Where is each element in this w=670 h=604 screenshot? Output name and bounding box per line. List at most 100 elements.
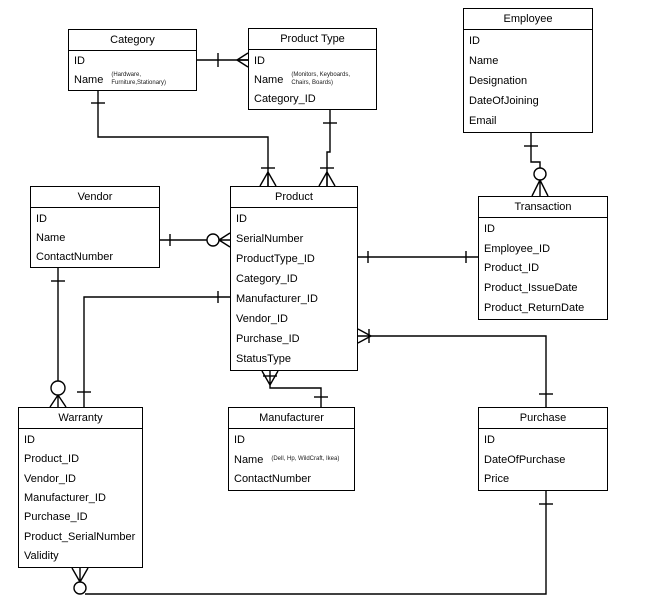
zero-circle-icon	[50, 380, 66, 396]
field-row: DateOfJoining	[464, 91, 592, 111]
field-name: Manufacturer_ID	[24, 491, 106, 504]
field-name: Product_ID	[24, 453, 80, 466]
entity-title: Manufacturer	[229, 408, 354, 429]
field-row: Designation	[464, 71, 592, 91]
field-name: ID	[469, 35, 480, 47]
many-crowfoot-icon	[218, 232, 231, 248]
field-name: Purchase_ID	[236, 333, 300, 345]
field-name: Vendor_ID	[236, 313, 288, 325]
field-row: ContactNumber	[229, 469, 354, 489]
many-crowfoot-icon	[236, 52, 249, 68]
field-row: Vendor_ID	[231, 309, 357, 329]
field-row: ID	[464, 31, 592, 51]
field-name: Product_IssueDate	[484, 282, 578, 295]
field-row: ID	[229, 430, 354, 450]
relationship-category-product	[91, 91, 277, 187]
field-name: ID	[236, 213, 247, 225]
relationship-vendor-product	[160, 232, 231, 248]
entity-warranty[interactable]: Warranty ID Product_ID Vendor_ID Manufac…	[18, 407, 143, 568]
field-row: DateOfPurchase	[479, 450, 607, 470]
field-name: Vendor_ID	[24, 472, 76, 485]
field-note: (Dell, Hp, WildCraft, Ikea)	[271, 455, 340, 462]
entity-purchase[interactable]: Purchase ID DateOfPurchase Price	[478, 407, 608, 491]
field-name: ID	[74, 55, 85, 68]
field-row: Email	[464, 111, 592, 131]
entity-title: Product Type	[249, 29, 376, 50]
zero-circle-icon	[206, 233, 220, 247]
field-row: Product_ID	[19, 449, 142, 468]
field-name: Price	[484, 473, 510, 486]
field-list: ID DateOfPurchase Price	[479, 429, 607, 490]
field-name: ContactNumber	[36, 250, 114, 263]
entity-category[interactable]: Category ID Name(Hardware, Furniture,Sta…	[68, 29, 197, 91]
field-name: ID	[484, 222, 495, 235]
field-list: ID Name(Monitors, Keyboards, Chairs, Boa…	[249, 50, 376, 109]
field-name: Name	[36, 231, 66, 244]
field-row: Employee_ID	[479, 239, 607, 259]
field-row: ID	[69, 52, 196, 71]
field-list: ID Name ContactNumber	[31, 208, 159, 267]
field-list: ID Product_ID Vendor_ID Manufacturer_ID …	[19, 429, 142, 567]
field-name: ID	[484, 433, 495, 446]
entity-title: Product	[231, 187, 357, 208]
many-crowfoot-icon	[49, 394, 67, 408]
field-list: ID Employee_ID Product_ID Product_IssueD…	[479, 218, 607, 319]
field-name: ProductType_ID	[236, 253, 315, 265]
field-row: ID	[231, 209, 357, 229]
relationship-producttype-product	[318, 110, 337, 187]
field-name: Name	[74, 73, 104, 86]
entity-title: Transaction	[479, 197, 607, 218]
field-name: Name	[469, 55, 499, 67]
field-name: ID	[234, 433, 245, 446]
field-list: ID SerialNumber ProductType_ID Category_…	[231, 208, 357, 370]
field-name: Employee_ID	[484, 242, 551, 255]
field-name: ContactNumber	[234, 473, 312, 486]
field-name: Name	[234, 453, 264, 466]
field-row: Category_ID	[249, 89, 376, 108]
field-name: Product_ReturnDate	[484, 302, 585, 315]
relationship-product-transaction	[358, 251, 478, 263]
field-row: Name	[31, 228, 159, 247]
entity-product-type[interactable]: Product Type ID Name(Monitors, Keyboards…	[248, 28, 377, 110]
field-name: Name	[254, 73, 284, 86]
field-row: Purchase_ID	[231, 329, 357, 349]
field-row: Name (Hardware, Furniture,Stationary)	[69, 71, 196, 90]
field-row: Product_ReturnDate	[479, 298, 607, 318]
field-row: Product_IssueDate	[479, 278, 607, 298]
field-row: Price	[479, 469, 607, 489]
field-name: ID	[254, 54, 265, 67]
field-name: DateOfJoining	[469, 95, 539, 107]
entity-employee[interactable]: Employee ID Name Designation DateOfJoini…	[463, 8, 593, 133]
field-name: Category_ID	[254, 92, 316, 105]
many-crowfoot-icon	[259, 171, 277, 187]
field-row: Vendor_ID	[19, 469, 142, 488]
field-row: ProductType_ID	[231, 249, 357, 269]
field-row: Manufacturer_ID	[231, 289, 357, 309]
field-name: ID	[36, 212, 47, 225]
field-list: ID Name (Dell, Hp, WildCraft, Ikea) Conta…	[229, 429, 354, 490]
field-name: StatusType	[236, 353, 292, 365]
relationship-warranty-product	[77, 291, 230, 407]
field-row: Name(Monitors, Keyboards, Chairs, Boards…	[249, 70, 376, 89]
field-list: ID Name (Hardware, Furniture,Stationary)	[69, 51, 196, 90]
field-name: Category_ID	[236, 273, 298, 285]
field-row: Validity	[19, 547, 142, 566]
entity-title: Warranty	[19, 408, 142, 429]
many-crowfoot-icon	[531, 179, 549, 197]
field-row: Name	[464, 51, 592, 71]
entity-manufacturer[interactable]: Manufacturer ID Name (Dell, Hp, WildCraft…	[228, 407, 355, 491]
entity-transaction[interactable]: Transaction ID Employee_ID Product_ID Pr…	[478, 196, 608, 320]
field-row: SerialNumber	[231, 229, 357, 249]
relationship-category-producttype	[197, 52, 249, 68]
field-row: ID	[31, 209, 159, 228]
field-row: ID	[479, 430, 607, 450]
zero-circle-icon	[73, 581, 87, 595]
many-crowfoot-icon	[318, 171, 336, 187]
field-row: ID	[479, 219, 607, 239]
field-name: Product_ID	[484, 262, 540, 275]
entity-product[interactable]: Product ID SerialNumber ProductType_ID C…	[230, 186, 358, 371]
field-row: Purchase_ID	[19, 508, 142, 527]
entity-vendor[interactable]: Vendor ID Name ContactNumber	[30, 186, 160, 268]
field-note: (Hardware, Furniture,Stationary)	[111, 72, 167, 86]
